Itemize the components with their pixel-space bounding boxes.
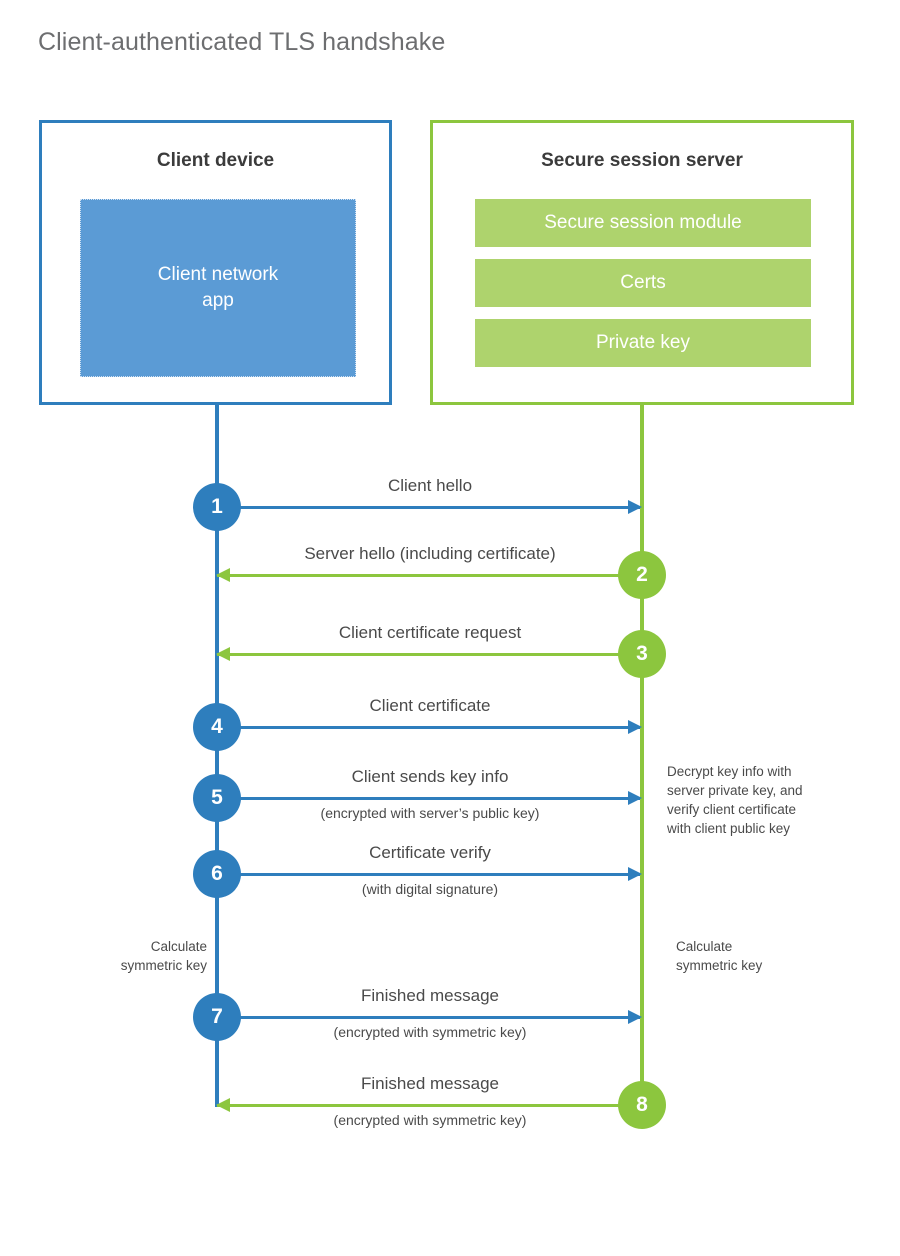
- step-bubble-4[interactable]: 4: [193, 703, 241, 751]
- client-network-app-block: Client network app: [80, 199, 356, 377]
- page-title: Client-authenticated TLS handshake: [38, 28, 446, 56]
- server-component-list: Secure session module Certs Private key: [475, 199, 811, 367]
- message-line-8: [217, 1104, 640, 1107]
- message-label-5: Client sends key info: [351, 767, 509, 786]
- message-line-6: [217, 873, 640, 876]
- client-device-title: Client device: [156, 150, 275, 171]
- step-bubble-8[interactable]: 8: [618, 1081, 666, 1129]
- step-bubble-1[interactable]: 1: [193, 483, 241, 531]
- step-bubble-3[interactable]: 3: [618, 630, 666, 678]
- step-bubble-7[interactable]: 7: [193, 993, 241, 1041]
- note-decrypt-key-info: Decrypt key info with server private key…: [667, 764, 803, 837]
- client-device-box: Client device Client network app: [39, 120, 392, 405]
- message-line-2: [217, 574, 640, 577]
- note-calculate-symmetric-key-client: Calculate symmetric key: [120, 939, 207, 974]
- arrowhead-left-icon: [216, 1098, 230, 1112]
- arrowhead-right-icon: [628, 720, 642, 734]
- message-label-6: Certificate verify: [369, 843, 491, 862]
- step-bubble-2[interactable]: 2: [618, 551, 666, 599]
- message-line-5: [217, 797, 640, 800]
- message-sublabel-6: (with digital signature): [361, 881, 499, 897]
- client-network-app-label: Client network app: [157, 264, 279, 311]
- arrowhead-right-icon: [628, 500, 642, 514]
- message-sublabel-8: (encrypted with symmetric key): [333, 1112, 527, 1128]
- secure-session-server-title: Secure session server: [541, 150, 743, 171]
- message-sublabel-7: (encrypted with symmetric key): [333, 1024, 527, 1040]
- server-component-secure-session-module: Secure session module: [475, 199, 811, 247]
- arrowhead-right-icon: [628, 867, 642, 881]
- message-label-7: Finished message: [361, 986, 499, 1005]
- arrowhead-left-icon: [216, 568, 230, 582]
- message-line-4: [217, 726, 640, 729]
- arrowhead-left-icon: [216, 647, 230, 661]
- secure-session-server-box: Secure session server Secure session mod…: [430, 120, 854, 405]
- server-lifeline: [640, 403, 644, 1105]
- step-bubble-6[interactable]: 6: [193, 850, 241, 898]
- message-label-1: Client hello: [387, 476, 473, 495]
- message-label-2: Server hello (including certificate): [304, 544, 556, 563]
- note-calculate-symmetric-key-server: Calculate symmetric key: [676, 939, 763, 974]
- client-lifeline: [215, 403, 219, 1107]
- message-label-4: Client certificate: [369, 696, 491, 715]
- message-line-1: [217, 506, 640, 509]
- server-component-private-key: Private key: [475, 319, 811, 367]
- message-sublabel-5: (encrypted with server’s public key): [320, 805, 540, 821]
- message-label-3: Client certificate request: [338, 623, 522, 642]
- arrowhead-right-icon: [628, 791, 642, 805]
- server-component-certs: Certs: [475, 259, 811, 307]
- message-line-3: [217, 653, 640, 656]
- message-line-7: [217, 1016, 640, 1019]
- message-label-8: Finished message: [361, 1074, 499, 1093]
- step-bubble-5[interactable]: 5: [193, 774, 241, 822]
- arrowhead-right-icon: [628, 1010, 642, 1024]
